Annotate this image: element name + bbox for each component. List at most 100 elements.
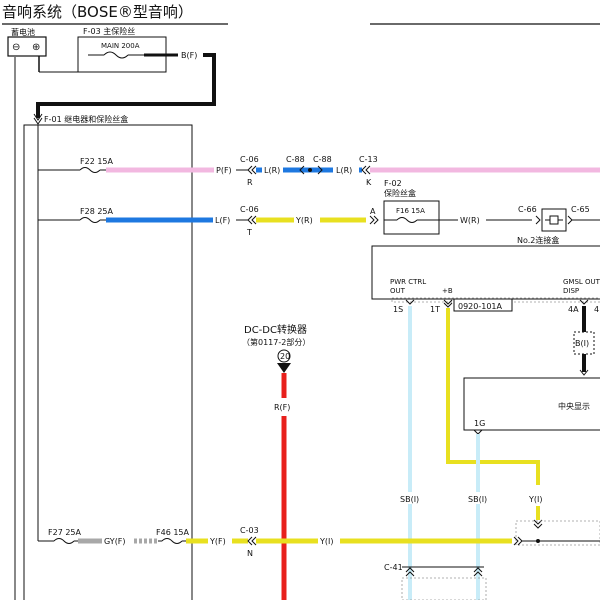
relay-box bbox=[23, 124, 193, 600]
wire-label-bg bbox=[333, 163, 359, 175]
dcdc-arrow-icon bbox=[277, 363, 291, 373]
fuse-f27-label: F27 25A bbox=[48, 528, 82, 537]
dcdc-badge bbox=[277, 349, 291, 363]
battery-plus-icon: ⊕ bbox=[32, 42, 40, 53]
connector-chevron-icon bbox=[361, 165, 371, 175]
pin-label: 1G bbox=[474, 419, 485, 428]
wire-label: W(R) bbox=[460, 216, 480, 225]
connector-chevron-icon bbox=[247, 536, 257, 546]
connector-id-box bbox=[453, 298, 513, 312]
wire-label: L(R) bbox=[264, 166, 280, 175]
pin-label: K bbox=[366, 178, 372, 187]
battery-box bbox=[7, 36, 47, 57]
connector-chevron-icon bbox=[317, 165, 323, 175]
pin-label: A bbox=[370, 207, 376, 216]
connector-label: C-06 bbox=[240, 205, 259, 214]
connector-id: 0920-101A bbox=[458, 302, 503, 311]
wire-label: SB(I) bbox=[468, 495, 487, 504]
main-fuse-symbol-icon bbox=[88, 51, 144, 59]
connector-chevron-icon bbox=[513, 536, 523, 546]
battery-label: 蓄电池 bbox=[11, 27, 35, 37]
junction-element-icon bbox=[549, 215, 559, 225]
main-fuse-id: F-03 主保险丝 bbox=[83, 26, 135, 36]
connector-label: C-13 bbox=[359, 155, 378, 164]
fuse-f22-label: F22 15A bbox=[80, 157, 114, 166]
dcdc-name: DC-DC转换器 bbox=[244, 323, 307, 336]
wire-label: Y(I) bbox=[528, 495, 543, 504]
connector-chevron-icon bbox=[579, 299, 589, 305]
wire-label: Y(R) bbox=[295, 216, 313, 225]
connector-chevron-icon bbox=[33, 117, 43, 125]
connector-chevron-icon bbox=[247, 215, 257, 225]
disp-label: DISP bbox=[563, 287, 579, 295]
fuse-f28-label: F28 25A bbox=[80, 207, 114, 216]
main-fuse-rating: MAIN 200A bbox=[101, 42, 140, 50]
relay-box-label: F-01 继电器和保险丝盒 bbox=[44, 114, 128, 124]
pin-label: 1T bbox=[430, 305, 440, 314]
fuse-f28-icon bbox=[38, 217, 106, 223]
wire-label-box bbox=[573, 331, 595, 355]
connector-chevron-icon bbox=[247, 165, 257, 175]
connector-chevron-icon bbox=[473, 567, 483, 577]
connector-label: C-88 bbox=[286, 155, 305, 164]
connector-chevron-icon bbox=[535, 215, 541, 225]
connector-chevron-icon bbox=[579, 369, 589, 376]
dcdc-number: 20 bbox=[280, 352, 290, 361]
fusebox-fuse: F16 15A bbox=[396, 207, 425, 215]
connector-label: C-03 bbox=[240, 526, 259, 535]
pwr-out-label: OUT bbox=[390, 287, 406, 295]
fuse-f16-icon bbox=[384, 217, 439, 223]
connector-label: C-66 bbox=[518, 205, 537, 214]
plus-b-label: +B bbox=[442, 287, 453, 295]
connector-label: C-88 bbox=[313, 155, 332, 164]
wire-black-main bbox=[36, 53, 216, 118]
wire-label: SB(I) bbox=[400, 495, 419, 504]
connector-label: C-41 bbox=[384, 563, 403, 572]
fusebox-box bbox=[383, 200, 440, 235]
splice-dot bbox=[308, 168, 312, 172]
fuse-f46-icon bbox=[158, 538, 186, 544]
head-unit-box bbox=[371, 245, 600, 300]
connector-chevron-icon bbox=[405, 567, 415, 577]
dcdc-ref: （第0117-2部分） bbox=[242, 337, 310, 347]
fuse-f46-label: F46 15A bbox=[156, 528, 190, 537]
connector-housing-dashed bbox=[401, 577, 487, 600]
pin-label: R bbox=[247, 178, 253, 187]
connector-housing-dashed bbox=[515, 520, 600, 546]
connector-chevron-icon bbox=[33, 113, 43, 121]
fusebox-id: F-02 bbox=[384, 179, 402, 188]
fuse-f22-icon bbox=[38, 167, 106, 173]
pwr-ctrl-label: PWR CTRL bbox=[390, 278, 426, 286]
pin-label: T bbox=[246, 228, 252, 237]
connector-label: C-06 bbox=[240, 155, 259, 164]
fuse-f27-icon bbox=[38, 538, 78, 544]
main-fuse-wire-label: B(F) bbox=[181, 51, 197, 60]
fusebox-name: 保险丝盒 bbox=[384, 188, 416, 198]
wire-label: L(R) bbox=[336, 166, 352, 175]
gmsl-out-label: GMSL OUT bbox=[563, 278, 600, 286]
wire-label: P(F) bbox=[216, 166, 232, 175]
connector-label: C-65 bbox=[571, 205, 590, 214]
central-display-name: 中央显示 bbox=[558, 401, 590, 411]
connector-chevron-icon bbox=[443, 299, 453, 308]
wire-label-bg bbox=[398, 492, 424, 504]
connector-chevron-icon bbox=[405, 299, 415, 305]
battery-minus-icon: ⊖ bbox=[12, 42, 20, 53]
page-title: 音响系统（BOSE®型音响） bbox=[2, 3, 193, 21]
wire-label: L(F) bbox=[215, 216, 230, 225]
splice-dot bbox=[536, 539, 540, 543]
wire-label-bg bbox=[466, 492, 492, 504]
connector-chevron-icon bbox=[567, 215, 573, 225]
connector-chevron-icon bbox=[473, 429, 483, 435]
pin-label: N bbox=[247, 549, 253, 558]
pin-label: 4 bbox=[594, 305, 599, 314]
pin-label: 1S bbox=[393, 305, 403, 314]
wire-label: Y(I) bbox=[319, 537, 334, 546]
wire-label: B(I) bbox=[575, 339, 589, 348]
connector-chevron-icon bbox=[369, 215, 379, 225]
central-display-box bbox=[463, 377, 600, 431]
pin-label: 4A bbox=[568, 305, 579, 314]
connector-chevron-icon bbox=[299, 165, 305, 175]
wire-label: GY(F) bbox=[104, 537, 126, 546]
